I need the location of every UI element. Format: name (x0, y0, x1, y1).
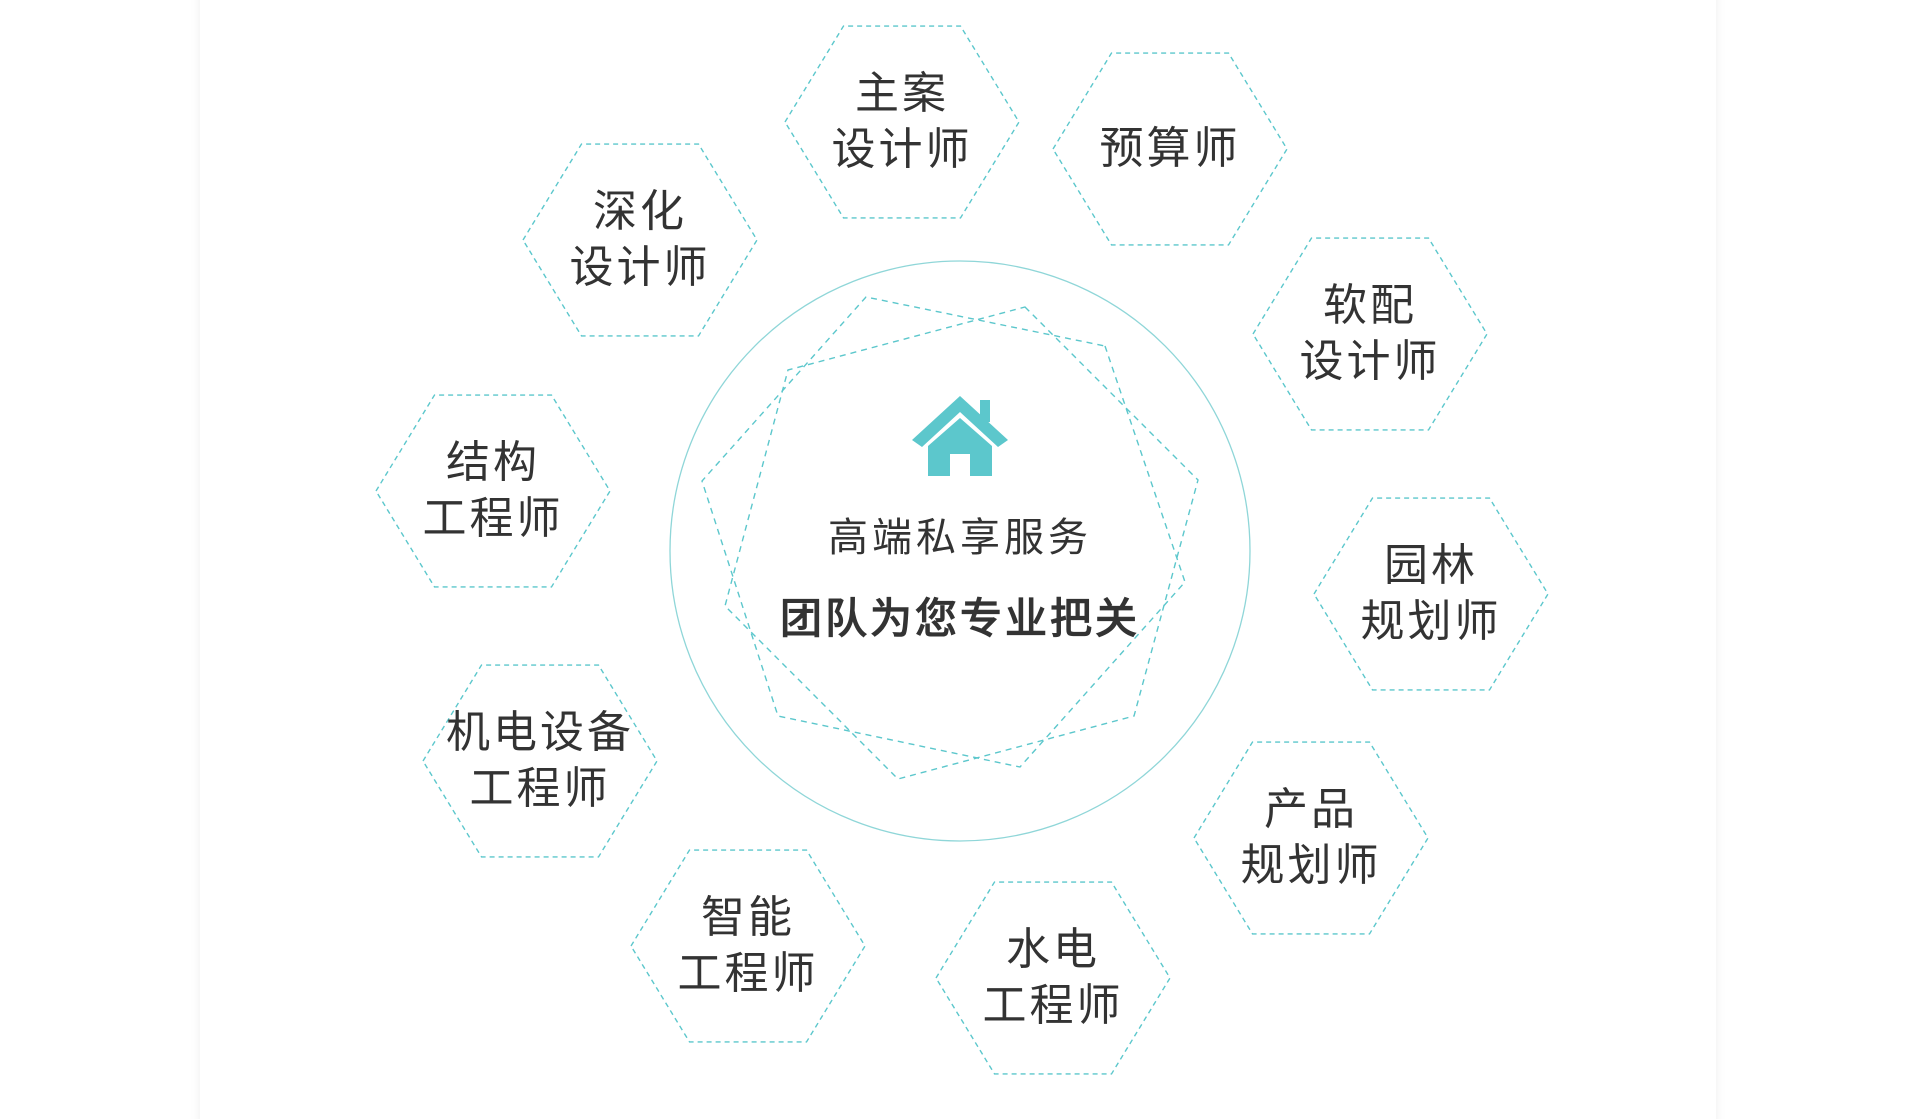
role-structural-engineer: 结构工程师 (393, 435, 593, 547)
role-label-line: 工程师 (469, 763, 611, 814)
role-budget-estimator: 预算师 (1070, 121, 1270, 177)
hexagon-detail-designer (522, 143, 758, 337)
role-label-line: 规划师 (1360, 596, 1502, 647)
hexagon-structural-engineer (375, 394, 611, 588)
hexagon-landscape-planner (1313, 497, 1549, 691)
role-label-line: 设计师 (569, 242, 711, 293)
role-label-line: 工程师 (677, 948, 819, 999)
center-title: 团队为您专业把关 (779, 594, 1140, 643)
role-label-line: 深化 (593, 186, 687, 237)
house-icon (912, 396, 1008, 476)
hexagon-product-planner (1193, 741, 1429, 935)
dashed-star-a (724, 306, 1199, 780)
role-label-line: 软配 (1323, 280, 1417, 331)
hexagon-chief-designer (784, 25, 1020, 219)
role-smart-home-engineer: 智能工程师 (648, 890, 848, 1002)
role-soft-decor-designer: 软配设计师 (1270, 278, 1470, 390)
hexagon-layer (375, 25, 1549, 1075)
role-landscape-planner: 园林规划师 (1331, 538, 1531, 650)
role-label-line: 工程师 (982, 980, 1124, 1031)
role-label-line: 规划师 (1240, 840, 1382, 891)
dashed-star-b (701, 296, 1186, 768)
role-label-line: 设计师 (1299, 336, 1441, 387)
hexagon-soft-decor-designer (1252, 237, 1488, 431)
role-label-line: 主案 (855, 68, 949, 119)
hexagon-plumbing-electrical-engineer (935, 881, 1171, 1075)
role-detail-designer: 深化设计师 (540, 184, 740, 296)
role-label-line: 产品 (1264, 784, 1358, 835)
content-panel (200, 0, 1716, 1119)
role-label-line: 机电设备 (446, 707, 634, 758)
hexagon-smart-home-engineer (630, 849, 866, 1043)
hexagon-budget-estimator (1052, 52, 1288, 246)
role-label-line: 设计师 (831, 124, 973, 175)
role-label-line: 预算师 (1099, 123, 1241, 174)
hexagon-mep-engineer (422, 664, 658, 858)
role-label-line: 智能 (701, 892, 795, 943)
role-chief-designer: 主案设计师 (802, 66, 1002, 178)
role-plumbing-electrical-engineer: 水电工程师 (953, 922, 1153, 1034)
center-subtitle: 高端私享服务 (828, 515, 1092, 561)
role-label-line: 水电 (1006, 924, 1100, 975)
role-label-line: 园林 (1384, 540, 1478, 591)
role-mep-engineer: 机电设备工程师 (440, 705, 640, 817)
center-ring (669, 260, 1251, 842)
role-label-line: 结构 (446, 437, 540, 488)
role-label-line: 工程师 (422, 493, 564, 544)
role-product-planner: 产品规划师 (1211, 782, 1411, 894)
